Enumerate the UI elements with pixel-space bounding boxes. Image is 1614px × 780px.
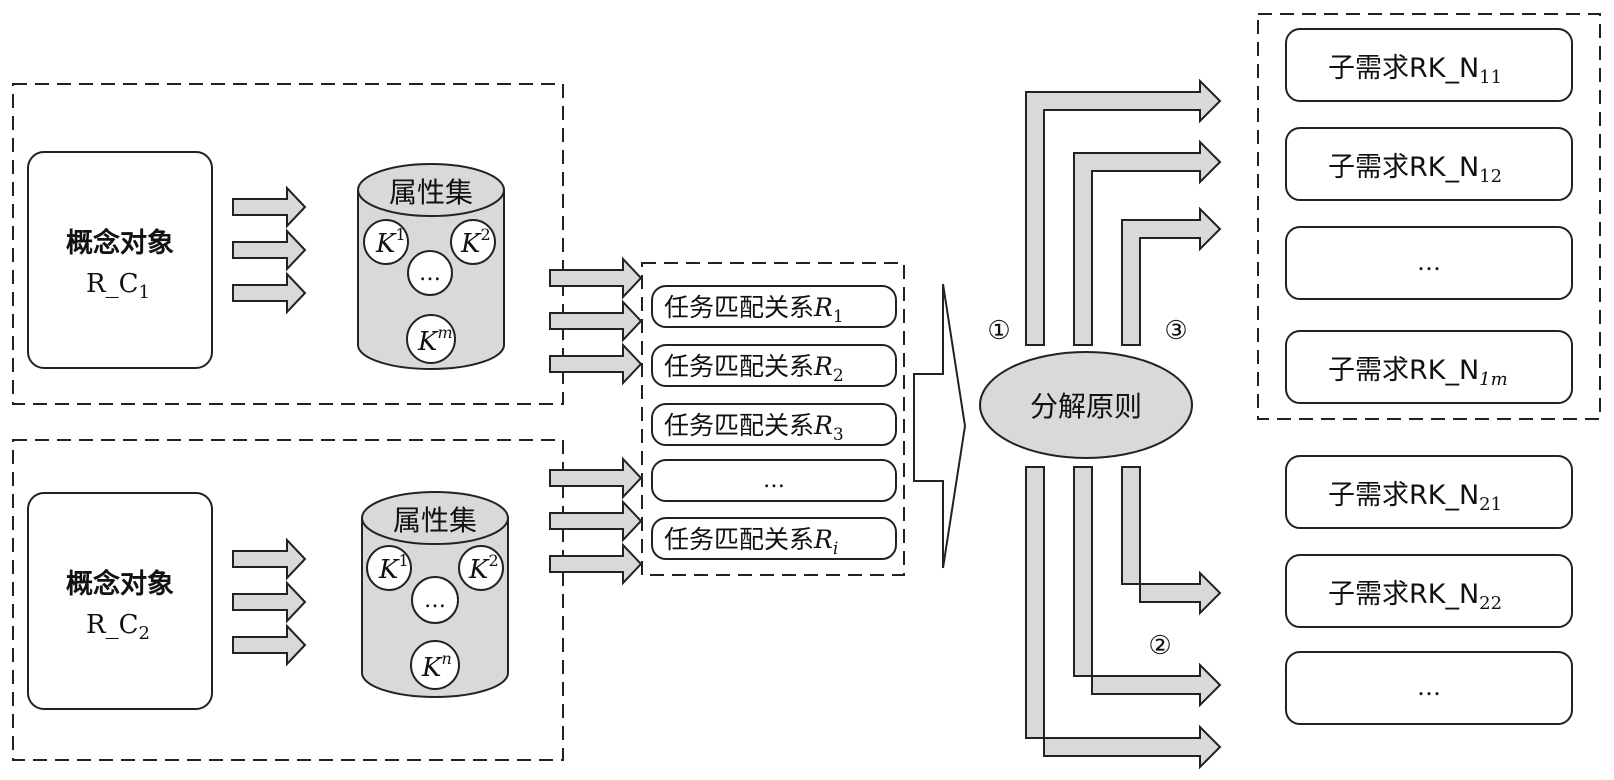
subreq-item-21 (1285, 455, 1573, 529)
attr-k1: K1 (378, 551, 409, 585)
subreq-label-1m: 子需求RK_N1m (1328, 355, 1508, 390)
attr-circle (411, 576, 459, 624)
subreq-item-22 (1285, 554, 1573, 628)
subreq-label-ellipsis-1: … (1417, 248, 1441, 276)
attr-circle (458, 545, 504, 591)
elbow-arrows-down (1025, 466, 1222, 770)
relation-item-3 (651, 403, 897, 446)
attr-circle (366, 545, 412, 591)
subreq-label-ellipsis-2: … (1417, 673, 1441, 701)
attr-circle (406, 314, 456, 364)
arrow-elbow (1025, 78, 1222, 346)
attr-circle (410, 640, 460, 690)
arrows-to-relations-2 (549, 456, 643, 586)
concept-object-1-name: R_C1 (86, 269, 150, 303)
attr-km: Km (417, 323, 453, 357)
relation-list: 任务匹配关系R1 任务匹配关系R2 任务匹配关系R3 … 任务匹配关系Ri (651, 285, 897, 560)
concept-object-2-title: 概念对象 (66, 568, 174, 600)
arrow-right (549, 256, 643, 300)
subreq-item-11 (1285, 28, 1573, 102)
arrows-concept-to-attrs-2 (232, 537, 307, 667)
attr-ellipsis: … (424, 588, 446, 613)
attr-k1: K1 (375, 225, 406, 259)
relation-item-1 (651, 285, 897, 328)
subreq-list-2: 子需求RK_N21 子需求RK_N22 … (1285, 455, 1573, 725)
attribute-set-title-2: 属性集 (393, 504, 477, 537)
arrow-right (549, 499, 643, 543)
arrow-right (549, 542, 643, 586)
arrow-right (549, 342, 643, 386)
subreq-label-11: 子需求RK_N11 (1328, 53, 1502, 88)
decomposition-principle-label: 分解原则 (1030, 390, 1142, 423)
attr-ellipsis: … (419, 261, 441, 286)
relations-container (641, 262, 905, 576)
relation-label-i: 任务匹配关系Ri (664, 525, 838, 559)
relation-label-ellipsis: … (763, 468, 785, 493)
attr-k2: K2 (468, 551, 499, 585)
concept-object-1 (27, 151, 213, 369)
relation-item-2 (651, 344, 897, 387)
arrow-elbow (1121, 206, 1222, 346)
attr-circle (363, 219, 409, 265)
arrow-right (549, 456, 643, 500)
arrow-elbow (1073, 466, 1222, 708)
arrow-right (232, 623, 307, 667)
subreq-item-12 (1285, 127, 1573, 201)
arrow-right (232, 271, 307, 315)
subreq-label-22: 子需求RK_N22 (1328, 579, 1502, 614)
subreq-item-1m (1285, 330, 1573, 404)
subreq-item-ellipsis-2 (1285, 651, 1573, 725)
arrow-right (232, 537, 307, 581)
decomposition-principle-ellipse (979, 351, 1193, 459)
subreq-label-12: 子需求RK_N12 (1328, 152, 1502, 187)
group-1-container (12, 83, 564, 405)
attr-circle (407, 250, 453, 296)
attribute-set-title-1: 属性集 (389, 176, 473, 209)
relation-item-ellipsis (651, 459, 897, 502)
attribute-set-cylinder-1: 属性集 K1 K2 … Km (357, 163, 505, 370)
group-2-container (12, 439, 564, 761)
arrow-elbow (1121, 466, 1222, 616)
attr-k2: K2 (460, 225, 491, 259)
elbow-arrows-up (1025, 78, 1222, 346)
marker-2: ② (1148, 631, 1171, 661)
attr-kn: Kn (421, 649, 452, 683)
relation-label-3: 任务匹配关系R3 (664, 411, 844, 445)
marker-1: ① (987, 316, 1010, 346)
concept-object-2-name: R_C2 (86, 610, 150, 644)
arrows-concept-to-attrs-1 (232, 185, 307, 315)
arrow-right (232, 228, 307, 272)
relation-label-1: 任务匹配关系R1 (664, 293, 844, 327)
subreq-item-ellipsis-1 (1285, 226, 1573, 300)
arrow-elbow (1025, 466, 1222, 770)
concept-object-1-title: 概念对象 (66, 227, 174, 259)
arrow-right (549, 299, 643, 343)
relation-label-2: 任务匹配关系R2 (664, 352, 844, 386)
arrow-right (232, 580, 307, 624)
subreq-label-21: 子需求RK_N21 (1328, 480, 1502, 515)
attribute-set-cylinder-2: 属性集 K1 K2 … Kn (361, 491, 509, 698)
arrows-to-relations-1 (549, 256, 643, 386)
merge-arrow (913, 283, 967, 569)
subreq-list-1: 子需求RK_N11 子需求RK_N12 … 子需求RK_N1m (1285, 28, 1573, 404)
attr-circle (450, 219, 496, 265)
arrow-right (232, 185, 307, 229)
concept-object-2 (27, 492, 213, 710)
marker-3: ③ (1164, 316, 1187, 346)
arrow-elbow (1073, 139, 1222, 346)
relation-item-i (651, 517, 897, 560)
